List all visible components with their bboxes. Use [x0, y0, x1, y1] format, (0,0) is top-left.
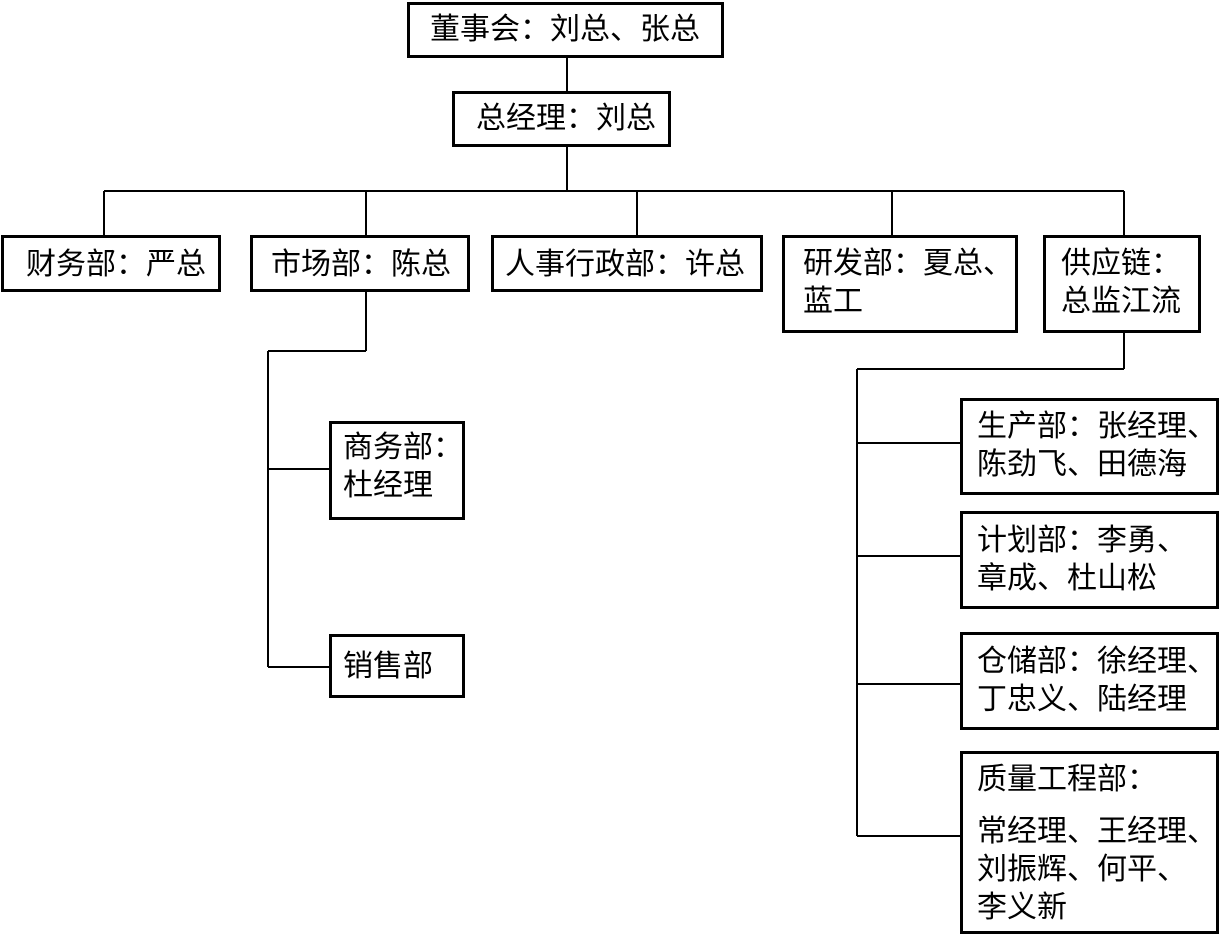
planning-unit-label-line1: 计划部：李勇、 [977, 523, 1187, 558]
production-unit-label-line2: 陈劲飞、田德海 [977, 447, 1187, 482]
quality-unit-label-line2: 常经理、王经理、 [977, 814, 1217, 849]
board-box: 董事会：刘总、张总 [407, 2, 724, 58]
warehouse-unit-label-line1: 仓储部：徐经理、 [977, 644, 1217, 679]
planning-unit-label-line2: 章成、杜山松 [977, 561, 1157, 596]
sales-unit-label: 销售部 [343, 649, 433, 684]
sales-unit-box: 销售部 [329, 634, 465, 698]
rnd-dept-label-line2: 蓝工 [803, 284, 863, 319]
planning-unit-box: 计划部：李勇、 章成、杜山松 [960, 511, 1219, 609]
marketing-dept-box: 市场部：陈总 [250, 235, 470, 292]
general-manager-label: 总经理：刘总 [476, 101, 656, 136]
supply-chain-label-line1: 供应链： [1061, 246, 1181, 281]
hr-admin-dept-label: 人事行政部：许总 [505, 247, 745, 282]
finance-dept-box: 财务部：严总 [1, 235, 221, 292]
production-unit-box: 生产部：张经理、 陈劲飞、田德海 [960, 398, 1219, 495]
rnd-dept-label-line1: 研发部：夏总、 [803, 246, 1013, 281]
business-unit-label-line1: 商务部： [343, 430, 463, 465]
supply-chain-label-line2: 总监江流 [1061, 284, 1181, 319]
quality-unit-box: 质量工程部： 常经理、王经理、 刘振辉、何平、 李义新 [960, 751, 1219, 934]
general-manager-box: 总经理：刘总 [452, 91, 671, 147]
supply-chain-dept-box: 供应链： 总监江流 [1043, 235, 1201, 333]
business-unit-box: 商务部： 杜经理 [329, 421, 465, 520]
business-unit-label-line2: 杜经理 [343, 468, 433, 503]
quality-unit-label-line3: 刘振辉、何平、 [977, 852, 1187, 887]
rnd-dept-box: 研发部：夏总、 蓝工 [782, 235, 1018, 333]
finance-dept-label: 财务部：严总 [26, 247, 206, 282]
quality-unit-label-line4: 李义新 [977, 890, 1067, 925]
quality-unit-label-line1: 质量工程部： [977, 762, 1157, 797]
hr-admin-dept-box: 人事行政部：许总 [491, 235, 763, 292]
board-label: 董事会：刘总、张总 [430, 12, 700, 47]
marketing-dept-label: 市场部：陈总 [271, 247, 451, 282]
warehouse-unit-box: 仓储部：徐经理、 丁忠义、陆经理 [960, 632, 1219, 730]
warehouse-unit-label-line2: 丁忠义、陆经理 [977, 682, 1187, 717]
production-unit-label-line1: 生产部：张经理、 [977, 409, 1217, 444]
